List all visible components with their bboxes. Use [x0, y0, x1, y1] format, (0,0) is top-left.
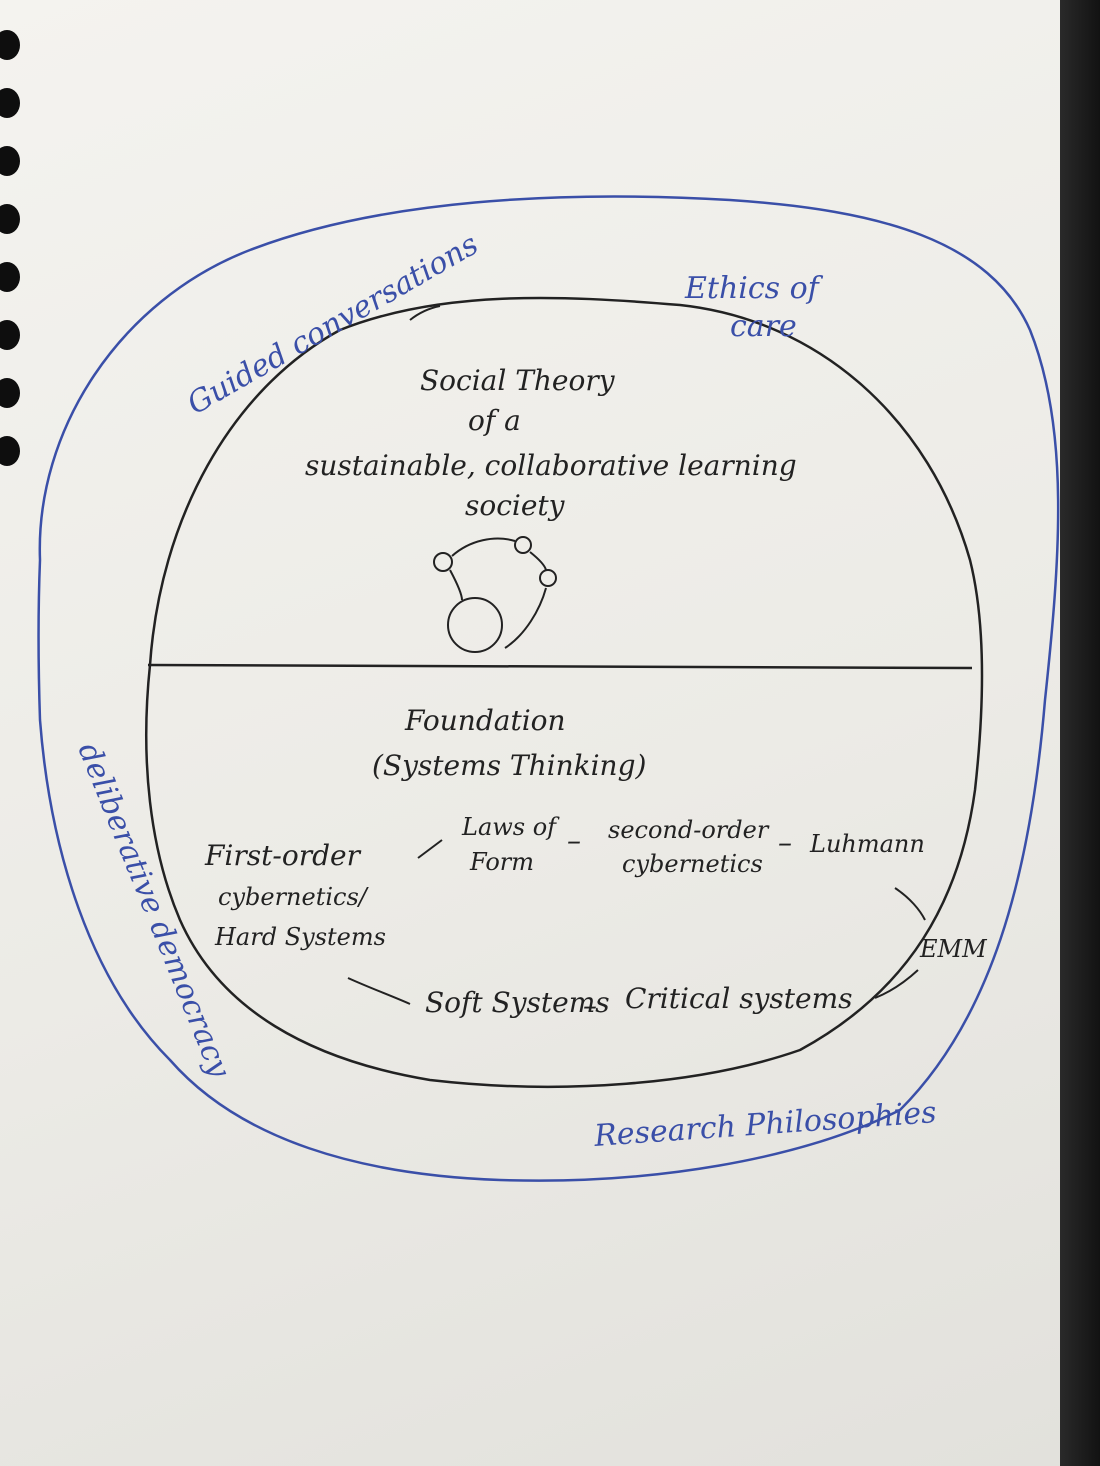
- binder-hole: [0, 88, 20, 118]
- deliberative-democracy-label: deliberative democracy: [71, 738, 238, 1084]
- binder-hole: [0, 378, 20, 408]
- first-order-line1: First-order: [204, 839, 362, 872]
- research-philosophies-label: Research Philosophies: [592, 1095, 937, 1154]
- binder-hole: [0, 320, 20, 350]
- foundation-title-line2: (Systems Thinking): [372, 749, 646, 782]
- binder-hole: [0, 262, 20, 292]
- first-order-line2: cybernetics/: [218, 883, 370, 911]
- connector-luhmann-emm: [894, 887, 926, 921]
- inner-shape-top-notch: [409, 305, 441, 321]
- dash-second-luhmann: –: [778, 826, 792, 859]
- emm-label: EMM: [919, 935, 988, 963]
- inner-shape-outline: [145, 296, 984, 1088]
- second-order-line1: second-order: [608, 816, 770, 844]
- laws-of-form-line1: Laws of: [461, 813, 560, 841]
- critical-systems-label: Critical systems: [625, 982, 853, 1015]
- social-theory-line4: society: [465, 489, 566, 522]
- dark-background-edge: [1060, 0, 1100, 1466]
- binder-hole: [0, 436, 20, 466]
- second-order-line2: cybernetics: [622, 850, 763, 878]
- connector-strokes: [347, 839, 926, 1005]
- dash-soft-critical: –: [583, 989, 597, 1022]
- binder-hole: [0, 204, 20, 234]
- circles-sketch: [433, 536, 557, 653]
- ethics-of-care-label-line2: care: [730, 309, 797, 344]
- binder-hole: [0, 146, 20, 176]
- binder-hole: [0, 30, 20, 60]
- connector-emm-critical: [874, 969, 919, 999]
- social-theory-line3: sustainable, collaborative learning: [305, 449, 797, 482]
- laws-of-form-line2: Form: [469, 848, 534, 876]
- soft-systems-label: Soft Systems: [425, 986, 610, 1019]
- connector-first-laws: [417, 839, 443, 859]
- divider-line: [147, 663, 973, 670]
- outer-ring-outline: [37, 195, 1060, 1182]
- connector-hard-soft: [347, 977, 411, 1005]
- social-theory-line2: of a: [468, 404, 521, 437]
- social-theory-line1: Social Theory: [420, 364, 616, 397]
- paper-sheet: [0, 0, 1060, 1466]
- luhmann-label: Luhmann: [809, 830, 925, 858]
- dash-laws-second: –: [567, 824, 581, 857]
- foundation-title-line1: Foundation: [404, 704, 566, 737]
- hard-systems-label: Hard Systems: [214, 923, 386, 951]
- ethics-of-care-label-line1: Ethics of: [684, 271, 824, 306]
